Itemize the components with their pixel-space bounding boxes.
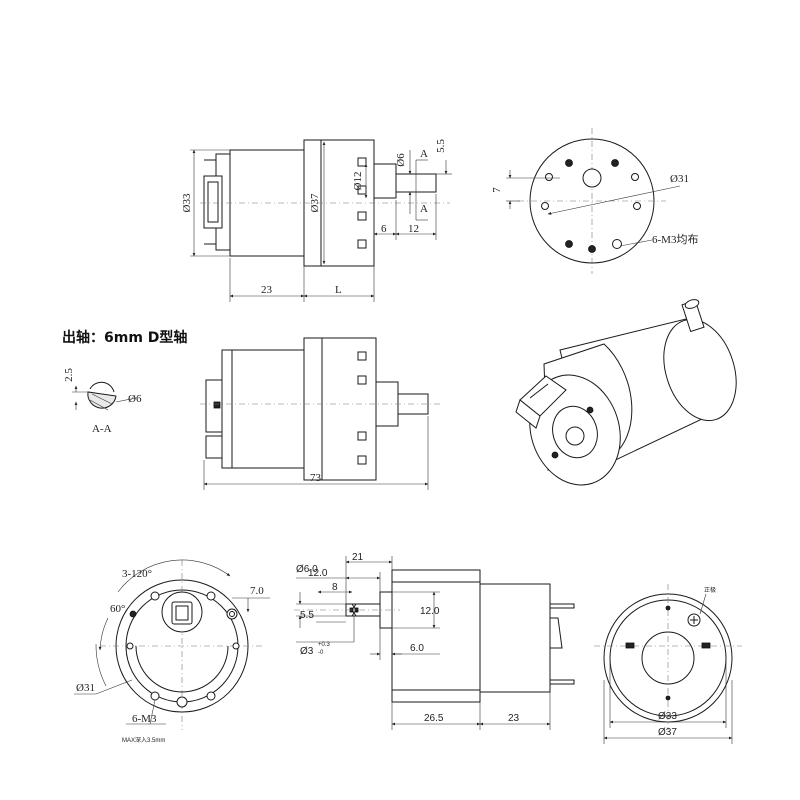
dim-7-0-label: 7.0 <box>250 585 264 597</box>
bottom-front-view: 3-120° 60° 7.0 Ø31 6-M3 MAX深入3.5mm <box>74 559 270 744</box>
dim-23-side-label: 23 <box>508 713 520 724</box>
dia-6-0-label: Ø6.0 <box>296 564 318 575</box>
dim-8-label: 8 <box>332 582 338 593</box>
section-dia-6-label: Ø6 <box>128 393 142 405</box>
depth-note: MAX深入3.5mm <box>122 736 165 744</box>
dia-33-label: Ø33 <box>181 193 193 212</box>
angle-3-120-label: 3-120° <box>122 568 152 580</box>
top-end-view: 7 Ø31 6-M3均布 <box>491 128 698 274</box>
dim-2-5-label: 2.5 <box>63 368 75 382</box>
dia-31-label: Ø31 <box>670 173 689 185</box>
isometric-view <box>515 299 737 486</box>
front-dia-31-label: Ø31 <box>76 682 95 694</box>
dim-5-5-label: 5.5 <box>435 139 447 153</box>
front-holes-6-m3-label: 6-M3 <box>132 713 157 725</box>
bottom-side-view: 21 12.0 Ø6.0 8 5.5 12.0 Ø3 +0.3 -0 6.0 <box>294 552 575 730</box>
dim-12-label: 12 <box>408 223 419 235</box>
dim-21-label: 21 <box>352 552 364 563</box>
section-a-bottom: A <box>420 203 428 215</box>
dia-6-label: Ø6 <box>395 153 407 167</box>
dim-L-label: L <box>335 284 342 296</box>
mid-side-view: 73 <box>200 337 440 490</box>
dim-23-label: 23 <box>261 284 273 296</box>
dim-6-label: 6 <box>381 223 387 235</box>
dim-6-0-label: 6.0 <box>410 643 424 654</box>
bottom-rear-view: 正极 Ø33 Ø37 <box>594 584 742 744</box>
rear-dia-33-label: Ø33 <box>658 711 677 722</box>
dim-12-0-right-label: 12.0 <box>420 606 440 617</box>
tol-lower-label: -0 <box>318 650 324 656</box>
shaft-heading: 出轴：6mm D型轴 <box>62 329 187 346</box>
dim-5-5-side-label: 5.5 <box>300 610 314 621</box>
top-side-view: Ø33 Ø37 Ø12 Ø6 A A 5.5 6 12 23 L <box>181 139 452 302</box>
section-a-top: A <box>420 148 428 160</box>
rear-dia-37-label: Ø37 <box>658 727 677 738</box>
dia-12-label: Ø12 <box>352 172 364 191</box>
section-view: 2.5 Ø6 A-A <box>63 368 142 435</box>
tol-upper-label: +0.3 <box>318 642 331 648</box>
dim-26-5-label: 26.5 <box>424 713 444 724</box>
polarity-note: 正极 <box>704 586 716 594</box>
dim-12-0-top-label: 12.0 <box>308 568 328 579</box>
dia-37-label: Ø37 <box>309 193 321 212</box>
dia-3-label: Ø3 <box>300 646 314 657</box>
section-a-a-label: A-A <box>92 423 112 435</box>
dim-7-label: 7 <box>491 187 503 193</box>
dim-73-label: 73 <box>310 472 322 484</box>
holes-6-m3-label: 6-M3均布 <box>652 233 698 246</box>
angle-60-label: 60° <box>110 603 125 615</box>
